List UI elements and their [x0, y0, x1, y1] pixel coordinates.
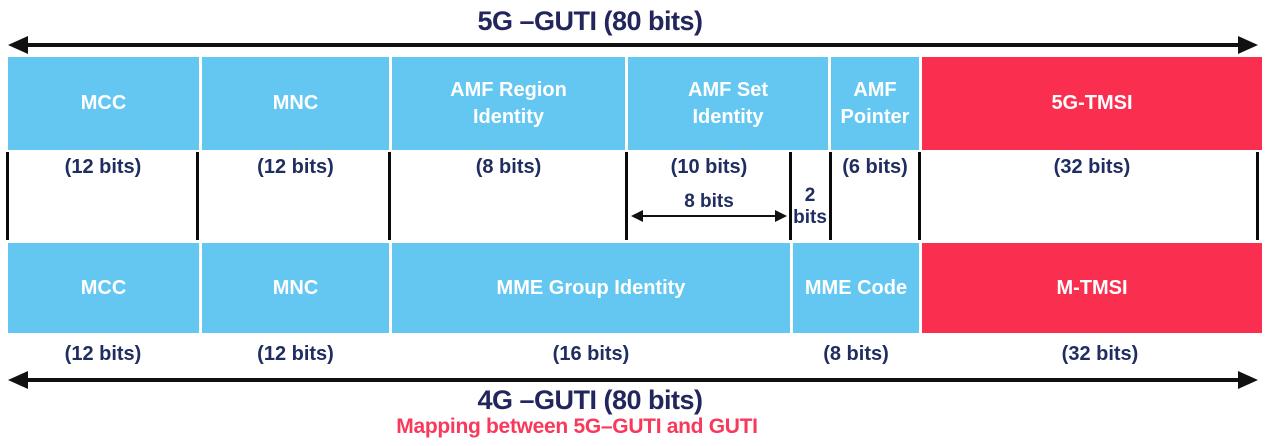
bits-5g-amf-region: (8 bits): [475, 156, 542, 178]
arrow-line: [24, 378, 1242, 382]
field-label: 5G-TMSI: [1051, 92, 1133, 114]
vline-region-set: [625, 152, 628, 240]
vline-mcc-mnc: [196, 152, 199, 240]
field-5g-mcc: MCC: [8, 57, 199, 150]
split-2bits-label: 2 bits: [791, 185, 829, 229]
bits-4g-mcc: (12 bits): [64, 343, 142, 365]
field-5g-mnc: MNC: [202, 57, 389, 150]
field-5g-amf-region-identity: AMF Region Identity: [392, 57, 625, 150]
vline-set-pointer: [829, 152, 832, 240]
right-arrowhead-icon: [1238, 36, 1258, 54]
left-arrowhead-icon: [8, 36, 28, 54]
split-8bits-arrow: [631, 210, 787, 222]
field-label: MME Group Identity: [496, 276, 686, 299]
field-label: MME Code: [804, 276, 908, 299]
bits-5g-mcc: (12 bits): [64, 156, 142, 178]
split-2bits-word: bits: [793, 207, 827, 228]
bits-5g-mnc: (12 bits): [257, 156, 334, 178]
diagram-caption: Mapping between 5G–GUTI and GUTI: [396, 415, 758, 438]
field-label: MNC: [272, 92, 319, 114]
bits-5g-amf-pointer: (6 bits): [842, 156, 908, 178]
field-4g-mme-code: MME Code: [793, 243, 919, 333]
split-8bits-label: 8 bits: [684, 191, 734, 212]
bits-4g-m-tmsi: (32 bits): [1061, 343, 1139, 365]
field-label: AMF Set Identity: [688, 78, 768, 128]
field-5g-amf-pointer: AMF Pointer: [831, 57, 919, 150]
title-5g-guti: 5G –GUTI (80 bits): [477, 6, 703, 36]
vline-pointer-tmsi: [918, 152, 921, 240]
field-label: MCC: [80, 92, 127, 114]
bottom-width-arrow: [8, 371, 1258, 389]
field-4g-m-tmsi: M-TMSI: [922, 243, 1262, 333]
field-5g-tmsi: 5G-TMSI: [922, 57, 1262, 150]
field-label: M-TMSI: [1056, 276, 1128, 299]
field-5g-amf-set-identity: AMF Set Identity: [628, 57, 828, 150]
field-label: AMF Region Identity: [450, 78, 567, 128]
bits-4g-mme-group: (16 bits): [552, 343, 630, 365]
top-width-arrow: [8, 36, 1258, 54]
field-4g-mme-group-identity: MME Group Identity: [392, 243, 790, 333]
vline-start: [6, 152, 9, 240]
right-arrowhead-icon: [1238, 371, 1258, 389]
title-4g-guti: 4G –GUTI (80 bits): [477, 385, 703, 415]
bits-4g-mnc: (12 bits): [257, 343, 334, 365]
left-arrowhead-icon: [631, 210, 643, 222]
field-label: MNC: [272, 276, 319, 299]
bits-5g-tmsi: (32 bits): [1053, 156, 1131, 178]
arrow-line: [639, 215, 779, 217]
right-arrowhead-icon: [775, 210, 787, 222]
field-label: AMF Pointer: [840, 78, 910, 128]
bits-4g-mme-code: (8 bits): [823, 343, 889, 365]
vline-end: [1256, 152, 1259, 240]
arrow-line: [24, 43, 1242, 47]
left-arrowhead-icon: [8, 371, 28, 389]
field-4g-mnc: MNC: [202, 243, 389, 333]
vline-mnc-region: [388, 152, 391, 240]
bits-5g-amf-set: (10 bits): [670, 156, 748, 178]
vline-8bit-split: [789, 152, 792, 240]
field-4g-mcc: MCC: [8, 243, 199, 333]
field-label: MCC: [80, 276, 127, 299]
split-2bits-number: 2: [804, 185, 816, 206]
